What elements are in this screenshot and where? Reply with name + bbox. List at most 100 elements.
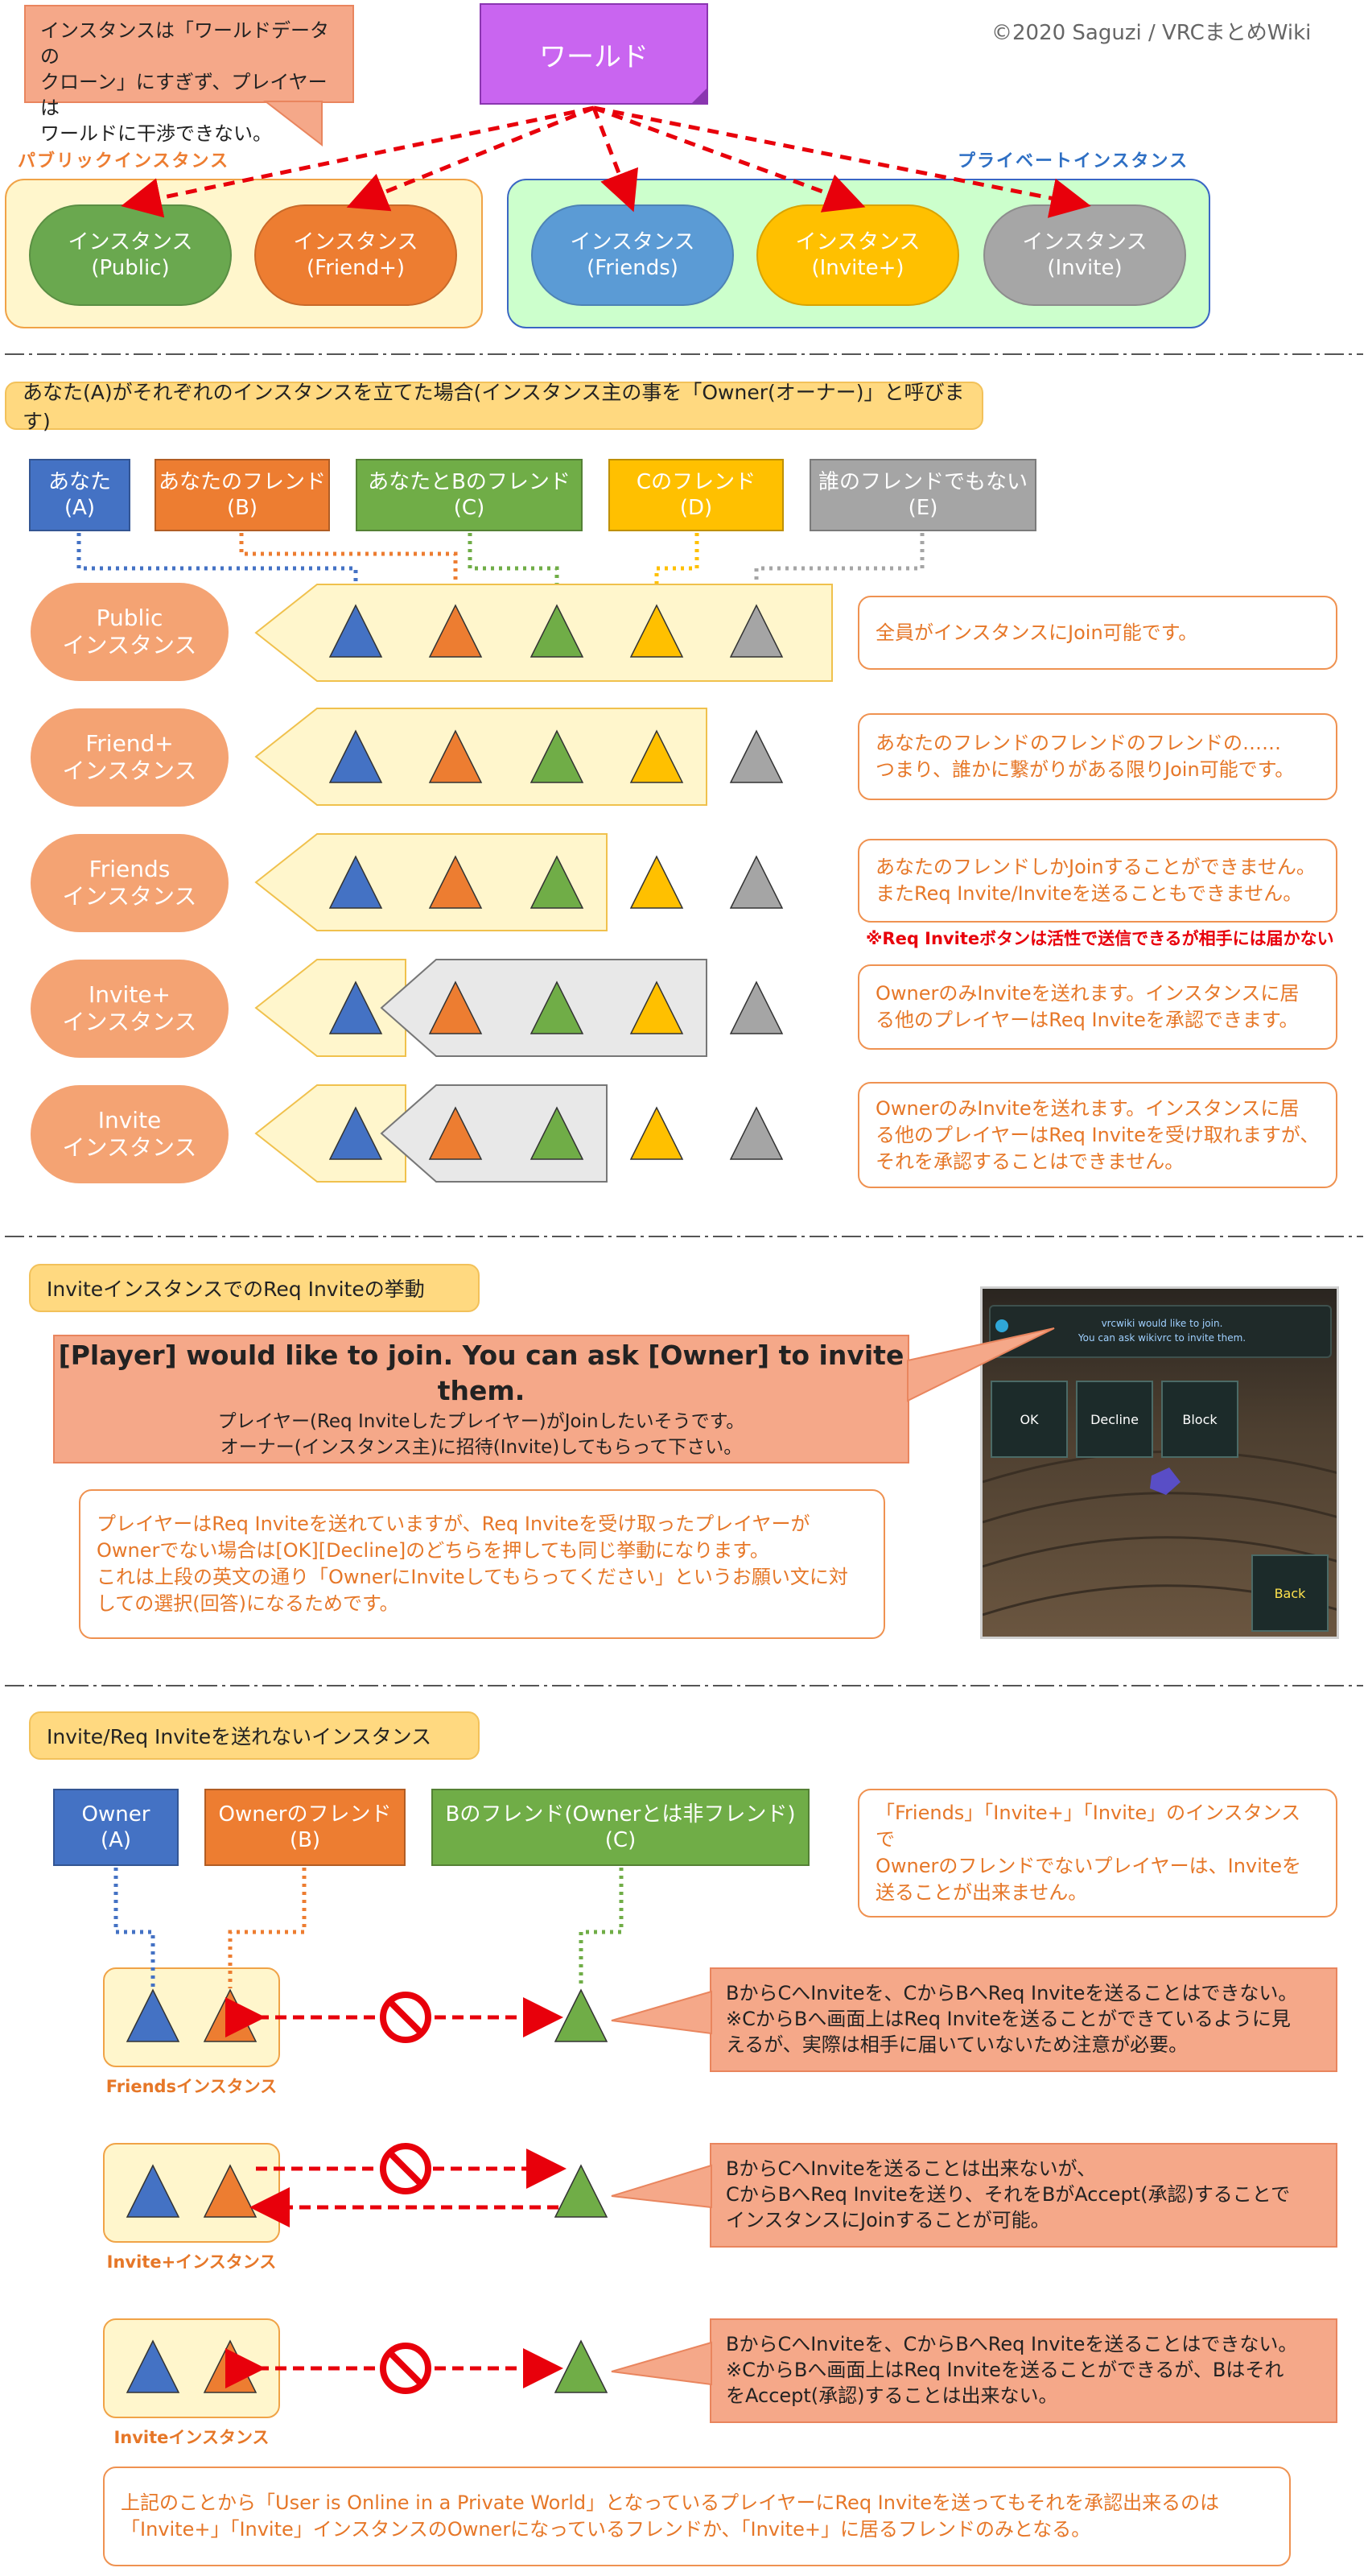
row-invite-gray: [380, 1084, 608, 1183]
owner-friend-role: Ownerのフレンド (B): [204, 1789, 406, 1866]
player-e-icon: [729, 980, 784, 1034]
ok-button[interactable]: OK: [991, 1381, 1068, 1458]
instance-type: (Public): [91, 256, 170, 280]
player-e-icon: [729, 855, 784, 909]
note-line: あなたのフレンドのフレンドのフレンドの……: [876, 732, 1281, 754]
row-friends-note: あなたのフレンドしかJoinすることができません。 またReq Invite/I…: [858, 839, 1337, 923]
b-friend-role: Bのフレンド(Ownerとは非フレンド) (C): [431, 1789, 810, 1866]
role-letter: (C): [453, 496, 485, 520]
callout-line: ※CからBへ画面上はReq Inviteを送ることができているように見: [726, 2008, 1291, 2030]
row-name: Friend+: [85, 730, 174, 757]
game-screenshot: vrcwiki would like to join. You can ask …: [980, 1286, 1339, 1639]
instance-name: インスタンス: [293, 230, 418, 254]
case-friends-callout: BからCへInviteを、CからBへReq Inviteを送ることはできない。 …: [710, 1967, 1337, 2072]
block-button[interactable]: Block: [1161, 1381, 1238, 1458]
connector-b: [239, 533, 458, 604]
join-request-japanese: プレイヤー(Req Inviteしたプレイヤー)がJoinしたいそうです。: [217, 1411, 745, 1432]
row-invite-note: OwnerのみInviteを送れます。インスタンスに居 る他のプレイヤーはReq…: [858, 1082, 1337, 1188]
role-letter: (C): [604, 1828, 637, 1852]
section3-top-note: 「Friends」「Invite+」「Invite」のインスタンスで Owner…: [858, 1789, 1337, 1918]
player-b-icon: [428, 980, 483, 1034]
instance-type: (Friends): [587, 256, 678, 280]
role-d: Cのフレンド (D): [608, 459, 784, 531]
instance-name: インスタンス: [1022, 230, 1148, 254]
row-friends-range: [254, 833, 608, 931]
callout-line: をAccept(承認)することは出来ない。: [726, 2384, 1058, 2407]
join-request-english: [Player] would like to join. You can ask…: [58, 1340, 904, 1406]
top-callout: インスタンスは「ワールドデータの クローン」にすぎず、プレイヤーは ワールドに干…: [24, 5, 354, 145]
player-a-icon: [328, 604, 383, 658]
row-public-range: [254, 584, 833, 682]
connector-c: [468, 533, 559, 604]
role-name: Ownerのフレンド: [218, 1802, 392, 1827]
player-d-icon: [629, 980, 684, 1034]
case-invite-plus-label: Invite+インスタンス: [106, 2252, 277, 2272]
world-label: ワールド: [539, 40, 649, 73]
instance-friends: インスタンス (Friends): [531, 204, 734, 306]
back-button[interactable]: Back: [1251, 1554, 1329, 1632]
row-friend-plus-pill: Friend+ インスタンス: [31, 708, 229, 807]
note-line: 上記のことから「User is Online in a Private Worl…: [121, 2491, 1220, 2514]
instance-name: インスタンス: [795, 230, 921, 254]
row-public-note: 全員がインスタンスにJoin可能です。: [858, 596, 1337, 670]
player-e-icon: [729, 1106, 784, 1160]
join-request-japanese: オーナー(インスタンス主)に招待(Invite)してもらって下さい。: [220, 1437, 743, 1458]
note-line: しての選択(回答)になるためです。: [97, 1592, 399, 1615]
owner-role: Owner (A): [53, 1789, 179, 1866]
notification-line: vrcwiki would like to join.: [1101, 1318, 1223, 1329]
row-invite-pill: Invite インスタンス: [31, 1085, 229, 1183]
case-invite-label: Inviteインスタンス: [113, 2428, 270, 2447]
row-invite-plus-players: [328, 980, 784, 1034]
player-a-icon: [328, 855, 383, 909]
player-a-icon: [328, 1106, 383, 1160]
case-invite-box: [103, 2318, 280, 2418]
instance-type: (Invite): [1047, 256, 1123, 280]
section2-header: InviteインスタンスでのReq Inviteの挙動: [29, 1264, 480, 1312]
player-c-icon: [529, 1106, 584, 1160]
role-name: あなたのフレンド: [158, 470, 326, 494]
row-sub: インスタンス: [62, 883, 197, 910]
private-group-label: プライベートインスタンス: [958, 151, 1189, 171]
callout-line: BからCへInviteを、CからBへReq Inviteを送ることはできない。: [726, 1982, 1298, 2004]
case-invite-c-icon: [554, 2339, 608, 2393]
section1-header: あなた(A)がそれぞれのインスタンスを立てた場合(インスタンス主の事を「Owne…: [5, 381, 983, 433]
prohibited-icons: [380, 1992, 431, 2394]
join-request-message: [Player] would like to join. You can ask…: [53, 1335, 909, 1463]
note-line: る他のプレイヤーはReq Inviteを受け取れますが、: [876, 1123, 1320, 1146]
note-line: 「Invite+」「Invite」インスタンスのOwnerになっているフレンドか…: [121, 2518, 1091, 2541]
connector-d: [654, 533, 699, 604]
note-line: それを承認することはできません。: [876, 1150, 1185, 1173]
row-name: Friends: [89, 856, 171, 882]
section2-header-text: InviteインスタンスでのReq Inviteの挙動: [47, 1278, 425, 1301]
row-public-players: [328, 604, 784, 658]
role-e: 誰のフレンドでもない (E): [810, 459, 1036, 531]
prohibited-icon-invite: [380, 2343, 431, 2394]
copyright-text: ©2020 Saguzi / VRCまとめWiki: [991, 21, 1312, 45]
world-box: ワールド: [480, 3, 708, 105]
case-invite-plus-box: [103, 2143, 280, 2243]
b-friend-connector: [579, 1868, 624, 1988]
row-friend-plus-players: [328, 729, 784, 783]
note-line: またReq Invite/Inviteを送ることもできません。: [876, 882, 1303, 905]
player-a-icon: [328, 729, 383, 783]
decline-button[interactable]: Decline: [1076, 1381, 1153, 1458]
role-name: Cのフレンド: [636, 470, 756, 494]
row-invite-plus-range: [254, 959, 406, 1057]
row-name: Invite+: [88, 981, 171, 1008]
case-friends-c-icon: [554, 1988, 608, 2042]
role-letter: (B): [226, 496, 258, 520]
callout-line: BからCへInviteを送ることは出来ないが、: [726, 2157, 1097, 2180]
notification-line: You can ask wikivrc to invite them.: [1078, 1332, 1246, 1344]
role-name: あなた: [47, 470, 111, 494]
role-letter: (E): [908, 496, 938, 520]
note-line: る他のプレイヤーはReq Inviteを承認できます。: [876, 1009, 1299, 1031]
case-invite-plus-callout: BからCへInviteを送ることは出来ないが、 CからBへReq Inviteを…: [710, 2143, 1337, 2248]
row-friends-players: [328, 855, 784, 909]
callout-line: BからCへInviteを、CからBへReq Inviteを送ることはできない。: [726, 2333, 1298, 2355]
note-line: プレイヤーはReq Inviteを送れていますが、Req Inviteを受け取っ…: [97, 1513, 810, 1535]
player-a-icon: [328, 980, 383, 1034]
conclusion-note: 上記のことから「User is Online in a Private Worl…: [103, 2467, 1291, 2566]
note-line: OwnerのみInviteを送れます。インスタンスに居: [876, 1096, 1300, 1120]
row-sub: インスタンス: [62, 1134, 197, 1161]
role-name: Bのフレンド(Ownerとは非フレンド): [445, 1802, 796, 1827]
